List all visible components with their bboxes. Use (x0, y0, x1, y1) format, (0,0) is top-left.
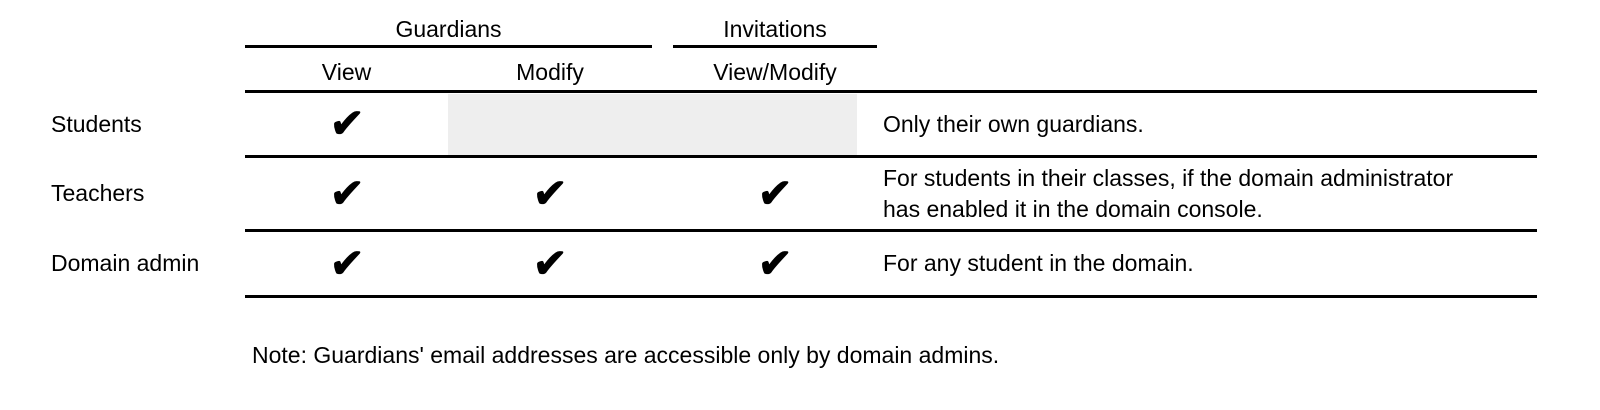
invitations-underline (673, 45, 877, 48)
guardians-modify-cell: ✔ (448, 232, 652, 295)
row-divider-line (245, 155, 1537, 158)
row-note: For any student in the domain. (883, 250, 1194, 276)
column-header-modify: Modify (516, 58, 584, 85)
column-header-view-modify: View/Modify (713, 58, 837, 85)
table-row-domain-admin: Domain admin ✔ ✔ ✔ For any student in th… (0, 232, 1600, 295)
guardians-modify-cell: ✔ (448, 158, 652, 229)
checkmark-icon: ✔ (756, 241, 794, 286)
row-divider-line (245, 229, 1537, 232)
table-row-teachers: Teachers ✔ ✔ ✔ For students in their cla… (0, 158, 1600, 229)
table-bottom-line (245, 295, 1537, 298)
row-label: Students (51, 110, 142, 137)
header-divider-line (245, 90, 1537, 93)
checkmark-icon: ✔ (328, 102, 365, 146)
footnote: Note: Guardians' email addresses are acc… (252, 342, 1000, 368)
column-header-view: View (321, 58, 372, 85)
column-group-guardians: Guardians (395, 15, 502, 42)
guardians-view-cell: ✔ (245, 93, 448, 155)
row-note: For students in their classes, if the do… (883, 164, 1454, 222)
checkmark-icon: ✔ (531, 171, 569, 216)
checkmark-icon: ✔ (328, 241, 365, 286)
checkmark-icon: ✔ (328, 171, 365, 216)
checkmark-icon: ✔ (756, 171, 794, 216)
invitations-view-modify-cell: ✔ (673, 232, 877, 295)
row-note: Only their own guardians. (883, 110, 1144, 137)
guardians-modify-cell (448, 93, 652, 155)
guardians-view-cell: ✔ (245, 232, 448, 295)
invitations-view-modify-cell: ✔ (673, 158, 877, 229)
row-label: Teachers (51, 180, 145, 206)
guardians-view-cell: ✔ (245, 158, 448, 229)
disabled-cell (448, 94, 857, 155)
table-row-students: Students ✔ Only their own guardians. (0, 93, 1600, 155)
column-group-invitations: Invitations (723, 15, 827, 42)
invitations-view-modify-cell (673, 93, 877, 155)
row-label: Domain admin (51, 250, 200, 276)
guardians-underline (245, 45, 652, 48)
checkmark-icon: ✔ (531, 241, 569, 286)
